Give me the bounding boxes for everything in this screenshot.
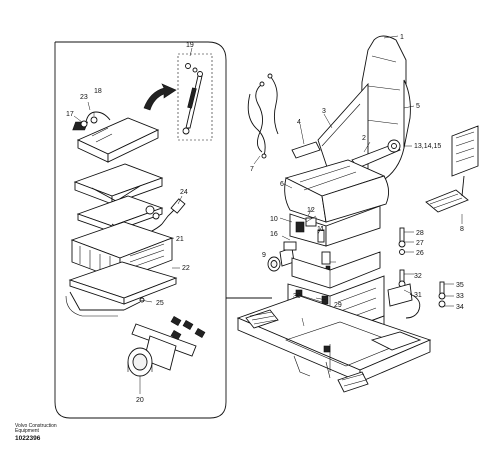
label-17: 17 xyxy=(66,111,74,118)
label-11: 11 xyxy=(317,226,324,233)
control-box xyxy=(72,111,160,163)
label-16: 16 xyxy=(270,231,278,238)
seat-controls xyxy=(267,205,381,277)
seat-cushion xyxy=(284,159,389,223)
panel-8 xyxy=(425,125,479,213)
label-21: 21 xyxy=(176,236,184,243)
label-24: 24 xyxy=(180,189,188,196)
curved-arrow-icon xyxy=(143,83,177,111)
leader-lines xyxy=(73,35,463,394)
label-5: 5 xyxy=(416,103,420,110)
adjust-lever xyxy=(127,315,206,377)
label-9: 9 xyxy=(262,252,266,259)
label-19: 19 xyxy=(186,42,194,49)
label-7: 7 xyxy=(250,166,254,173)
label-32: 32 xyxy=(414,273,422,280)
label-12: 12 xyxy=(307,207,315,214)
hoses-7 xyxy=(247,73,279,159)
label-18: 18 xyxy=(94,88,102,95)
label-29: 29 xyxy=(334,302,342,309)
scissor-mechanism xyxy=(73,163,164,233)
label-31: 31 xyxy=(414,292,422,299)
label-3: 3 xyxy=(322,108,326,115)
detail-frame xyxy=(54,41,272,419)
label-25: 25 xyxy=(156,300,164,307)
label-28: 28 xyxy=(416,230,424,237)
rail-22 xyxy=(65,261,178,317)
label-35: 35 xyxy=(456,282,464,289)
label-10: 10 xyxy=(270,216,278,223)
label-1: 1 xyxy=(400,34,404,41)
gas-spring-inset xyxy=(177,53,213,141)
label-33: 33 xyxy=(456,293,464,300)
label-26: 26 xyxy=(416,250,424,257)
label-8: 8 xyxy=(460,226,464,233)
drawing-caption: Volvo Construction Equipment 1022396 xyxy=(15,423,57,442)
label-13-14-15: 13,14,15 xyxy=(414,143,441,150)
cab-floor xyxy=(236,295,432,393)
label-27: 27 xyxy=(416,240,424,247)
label-22: 22 xyxy=(182,265,190,272)
label-20: 20 xyxy=(136,397,144,404)
caption-company: Volvo Construction xyxy=(15,423,57,429)
label-2: 2 xyxy=(362,135,366,142)
label-4: 4 xyxy=(297,119,301,126)
fasteners-right xyxy=(387,227,446,319)
label-30: 30 xyxy=(293,293,301,300)
label-34: 34 xyxy=(456,304,464,311)
drawing-number: 1022396 xyxy=(15,434,41,442)
label-23: 23 xyxy=(80,94,88,101)
label-6: 6 xyxy=(280,181,284,188)
caption-division: Equipment xyxy=(15,428,39,435)
part-labels: 1 2 3 4 5 6 7 8 9 10 11 12 13,14,15 16 1… xyxy=(66,34,464,404)
